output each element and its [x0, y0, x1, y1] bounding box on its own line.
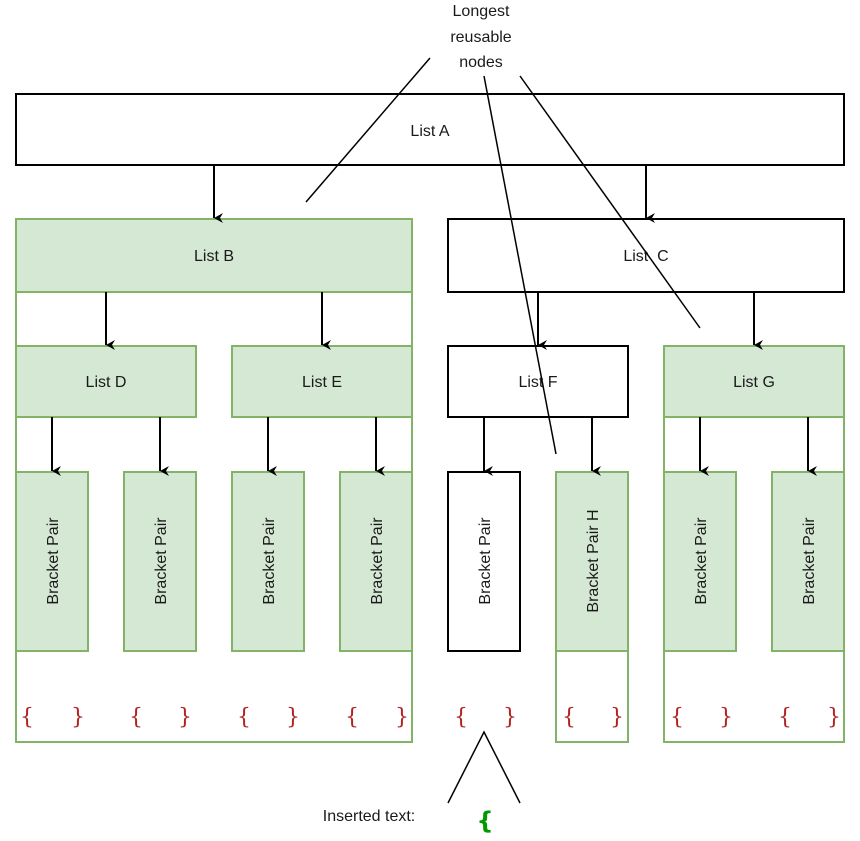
close-brace-2: }	[178, 705, 192, 730]
bracket-glyphs: { } { } { } { } { } { } { } { }	[20, 705, 841, 730]
annotation-line-2: reusable	[450, 29, 511, 46]
node-label: Bracket Pair	[153, 517, 170, 605]
insertion-caret	[447, 730, 521, 804]
close-brace-5: }	[503, 705, 517, 730]
close-brace-7: }	[719, 705, 733, 730]
open-brace-5: {	[454, 705, 468, 730]
node-label: List B	[194, 248, 234, 265]
node-label: Bracket Pair	[369, 517, 386, 605]
node-label: List E	[302, 374, 342, 391]
inserted-text-value: {	[476, 807, 493, 835]
node-list-b[interactable]: List B	[15, 218, 413, 293]
close-brace-8: }	[827, 705, 841, 730]
node-bracket-pair-4[interactable]: Bracket Pair	[339, 471, 413, 652]
close-brace-1: }	[71, 705, 85, 730]
node-bracket-pair-3[interactable]: Bracket Pair	[231, 471, 305, 652]
node-list-f[interactable]: List F	[447, 345, 629, 418]
pointer-to-bracket-h	[483, 75, 557, 455]
node-list-a[interactable]: List A	[15, 93, 845, 166]
edges	[51, 165, 817, 476]
node-list-g[interactable]: List G	[663, 345, 845, 418]
node-bracket-pair-h[interactable]: Bracket Pair H	[555, 471, 629, 652]
close-brace-4: }	[395, 705, 409, 730]
node-label: Bracket Pair	[45, 517, 62, 605]
node-label: Bracket Pair	[261, 517, 278, 605]
node-list-c[interactable]: List C	[447, 218, 845, 293]
node-label: List D	[86, 374, 127, 391]
annotation-pointers	[305, 57, 701, 455]
node-bracket-pair-8[interactable]: Bracket Pair	[771, 471, 845, 652]
open-brace-8: {	[778, 705, 792, 730]
node-label: Bracket Pair	[801, 517, 818, 605]
annotation-line-1: Longest	[453, 3, 510, 20]
node-bracket-pair-1[interactable]: Bracket Pair	[15, 471, 89, 652]
pointer-to-list-g	[519, 75, 701, 329]
node-list-e[interactable]: List E	[231, 345, 413, 418]
annotation-line-3: nodes	[459, 54, 503, 71]
open-brace-7: {	[670, 705, 684, 730]
pointer-to-list-b	[305, 57, 431, 203]
open-brace-3: {	[237, 705, 251, 730]
node-list-d[interactable]: List D	[15, 345, 197, 418]
open-brace-6: {	[562, 705, 576, 730]
node-label: Bracket Pair	[693, 517, 710, 605]
node-label: List F	[518, 374, 557, 391]
node-bracket-pair-5[interactable]: Bracket Pair	[447, 471, 521, 652]
close-brace-3: }	[286, 705, 300, 730]
node-label: List A	[410, 123, 449, 140]
open-brace-1: {	[20, 705, 34, 730]
node-label: Bracket Pair H	[585, 509, 602, 612]
node-bracket-pair-2[interactable]: Bracket Pair	[123, 471, 197, 652]
annotation-label: Longest reusable nodes	[450, 3, 511, 71]
close-brace-6: }	[610, 705, 624, 730]
node-label: List G	[733, 374, 775, 391]
node-bracket-pair-7[interactable]: Bracket Pair	[663, 471, 737, 652]
open-brace-2: {	[129, 705, 143, 730]
node-label: List C	[623, 248, 668, 265]
node-label: Bracket Pair	[477, 517, 494, 605]
open-brace-4: {	[345, 705, 359, 730]
inserted-text-label: Inserted text:	[323, 808, 416, 825]
